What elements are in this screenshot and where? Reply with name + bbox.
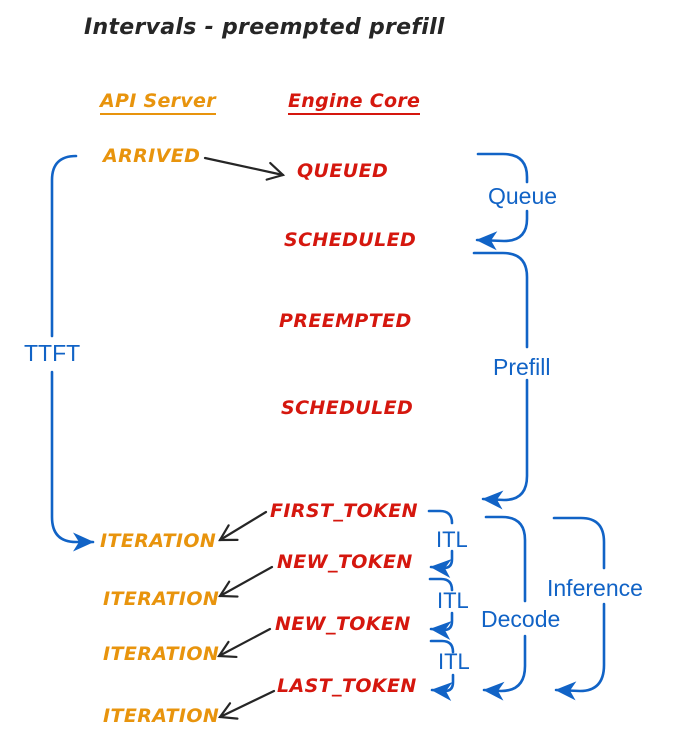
arrow-new-token1-to-iteration bbox=[218, 565, 274, 598]
event-first-token: FIRST_TOKEN bbox=[270, 500, 418, 522]
event-iteration-1: ITERATION bbox=[100, 530, 217, 552]
event-last-token: LAST_TOKEN bbox=[277, 675, 417, 697]
column-header-engine-core: Engine Core bbox=[288, 91, 421, 115]
event-preempted: PREEMPTED bbox=[279, 310, 412, 332]
decode-bracket-arrow bbox=[482, 634, 527, 701]
arrow-new-token2-to-iteration bbox=[217, 627, 272, 659]
interval-label-queue: Queue bbox=[488, 183, 558, 209]
itl3-bracket-arrow bbox=[430, 673, 455, 702]
interval-label-inference: Inference bbox=[547, 575, 643, 601]
itl1-bracket-top bbox=[427, 509, 454, 525]
event-scheduled-1: SCHEDULED bbox=[284, 229, 417, 251]
event-queued: QUEUED bbox=[297, 160, 389, 182]
decode-bracket-top bbox=[484, 515, 527, 603]
itl2-bracket-arrow bbox=[429, 611, 454, 641]
event-iteration-4: ITERATION bbox=[103, 705, 220, 727]
diagram-title: Intervals - preempted prefill bbox=[84, 15, 445, 40]
inference-bracket-top bbox=[552, 516, 606, 570]
itl1-bracket-arrow bbox=[429, 549, 454, 579]
column-header-api-server: API Server bbox=[100, 91, 216, 115]
queue-bracket-arrow bbox=[475, 209, 529, 251]
event-new-token-2: NEW_TOKEN bbox=[275, 613, 411, 635]
ttft-bracket-top bbox=[50, 154, 78, 338]
event-scheduled-2: SCHEDULED bbox=[281, 397, 414, 419]
queue-bracket-top bbox=[476, 152, 529, 184]
prefill-bracket-arrow bbox=[481, 378, 529, 510]
interval-label-itl-3: ITL bbox=[438, 649, 470, 674]
prefill-bracket-top bbox=[472, 251, 529, 349]
event-arrived: ARRIVED bbox=[103, 145, 201, 167]
ttft-bracket-arrow bbox=[50, 370, 95, 552]
interval-label-itl-1: ITL bbox=[436, 527, 468, 552]
event-new-token-1: NEW_TOKEN bbox=[277, 551, 413, 573]
event-iteration-2: ITERATION bbox=[103, 588, 220, 610]
interval-label-itl-2: ITL bbox=[437, 588, 469, 613]
interval-label-ttft: TTFT bbox=[24, 340, 81, 366]
arrow-first-token-to-iteration bbox=[218, 510, 268, 542]
inference-bracket-arrow bbox=[554, 602, 606, 701]
arrow-arrived-to-queued bbox=[203, 156, 286, 181]
interval-label-decode: Decode bbox=[481, 606, 561, 632]
interval-label-prefill: Prefill bbox=[493, 354, 551, 380]
arrow-last-token-to-iteration bbox=[217, 689, 276, 720]
event-iteration-3: ITERATION bbox=[103, 643, 220, 665]
